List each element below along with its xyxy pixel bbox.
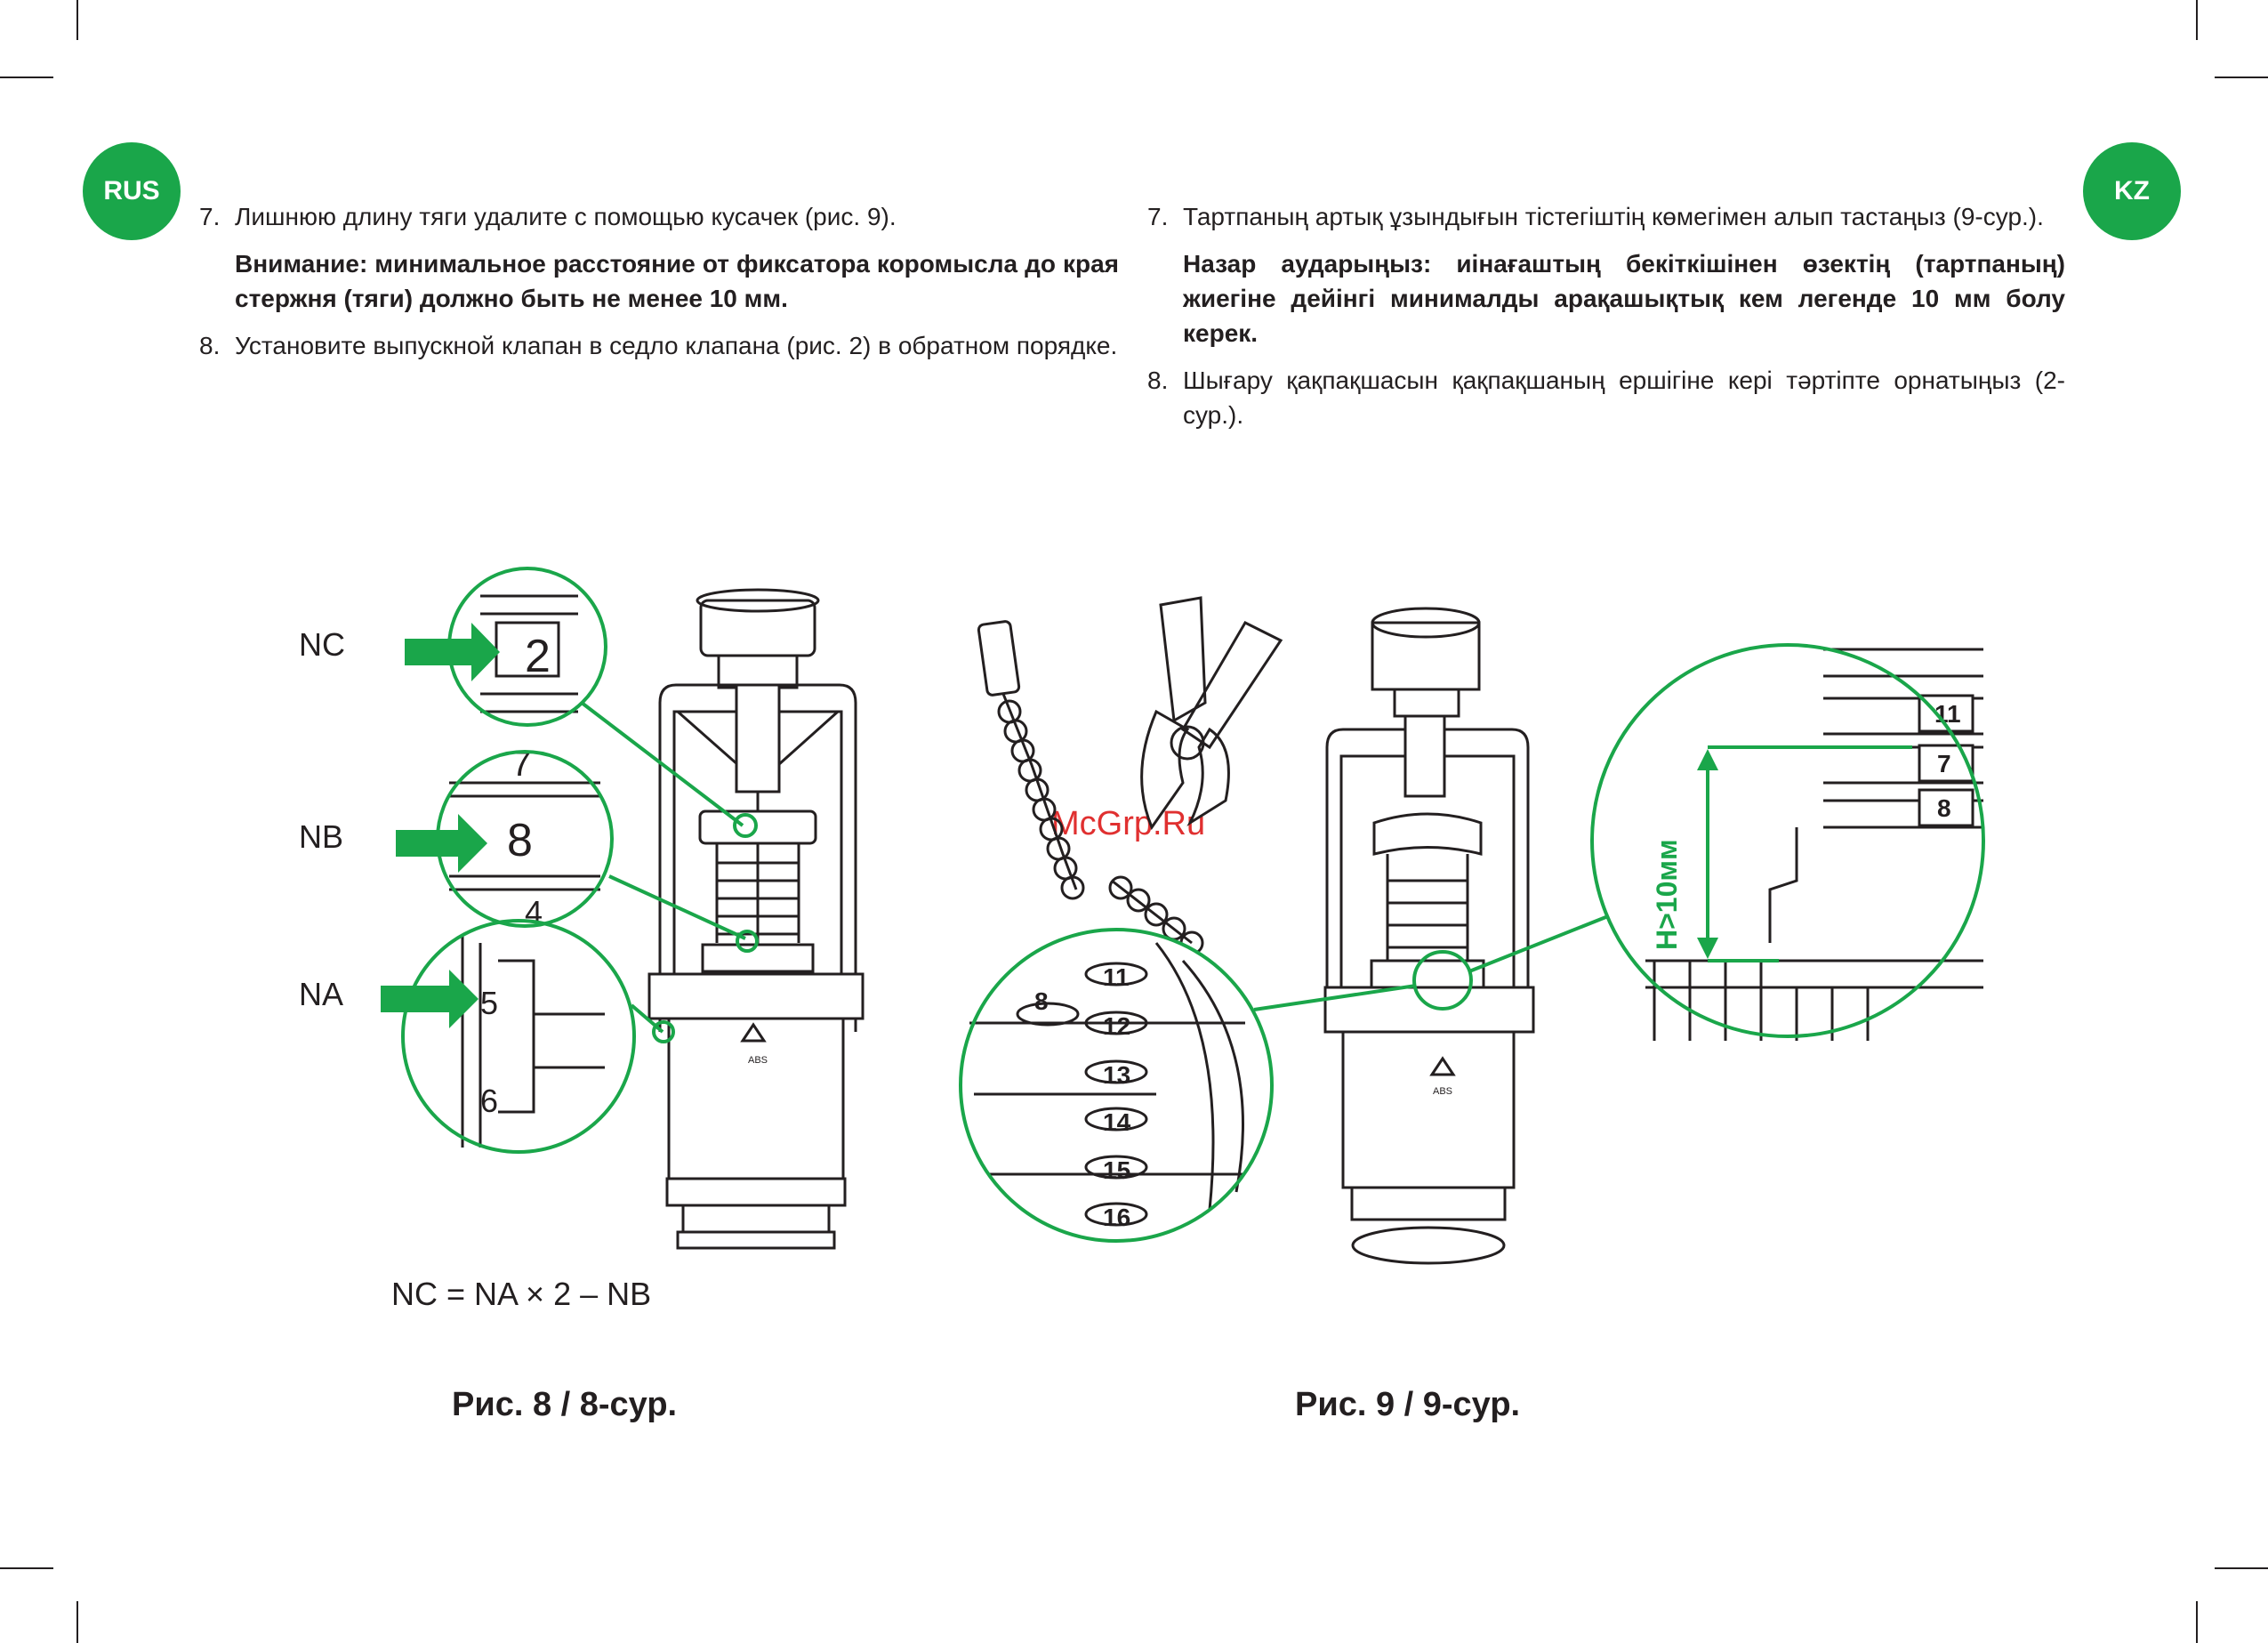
zoom-value-nb-above: 7	[511, 745, 531, 784]
rus-text-column: 7. Лишнюю длину тяги удалите с помощью к…	[199, 199, 1119, 375]
chain-number: 11	[1103, 963, 1130, 991]
kz-step-8: 8. Шығару қақпақшасын қақпақшаның ершігі…	[1147, 363, 2065, 432]
crop-mark	[2215, 77, 2268, 78]
dimension-label: H>10мм	[1651, 839, 1683, 950]
arrow-icons-fig8	[381, 623, 500, 1028]
zoom-value-na-1: 5	[480, 985, 498, 1021]
crop-mark	[76, 1601, 78, 1643]
zoom-rod-number: 8	[1937, 794, 1951, 822]
step-number: 7.	[199, 203, 221, 230]
step-number: 7.	[1147, 203, 1169, 230]
label-nb: NB	[299, 818, 344, 855]
cut-rod-chain	[977, 620, 1204, 955]
zoom-value-na-2: 6	[480, 1083, 498, 1119]
chain-links	[1016, 962, 1148, 1227]
label-nc: NC	[299, 626, 345, 663]
chain-number: 15	[1103, 1156, 1130, 1184]
step-text: Тартпаның артық ұзындығын тістегіштің кө…	[1183, 203, 2044, 230]
crop-mark	[0, 77, 53, 78]
valve-illustration-fig8	[647, 588, 865, 1250]
arrow-nb-icon	[396, 814, 487, 873]
step-number: 8.	[199, 332, 221, 359]
figure-9-caption: Рис. 9 / 9-сур.	[1295, 1386, 1521, 1423]
kz-warning: Назар аударыңыз: иінағаштың бекіткішінен…	[1183, 250, 2065, 347]
chain-number: 8	[1034, 987, 1049, 1015]
language-badge-rus: RUS	[83, 142, 181, 240]
step-text: Лишнюю длину тяги удалите с помощью куса…	[235, 203, 897, 230]
rus-step-7: 7. Лишнюю длину тяги удалите с помощью к…	[199, 199, 1119, 234]
figure-8-caption: Рис. 8 / 8-сур.	[452, 1386, 678, 1423]
crop-mark	[2196, 1601, 2198, 1643]
zoom-value-nc: 2	[525, 631, 551, 682]
kz-step-7: 7. Тартпаның артық ұзындығын тістегіштің…	[1147, 199, 2065, 234]
arrow-na-icon	[381, 970, 479, 1028]
step-text: Установите выпускной клапан в седло клап…	[235, 332, 1118, 359]
pliers-icon	[1140, 596, 1283, 831]
valve-illustration-fig9	[1323, 607, 1535, 1265]
chain-number: 12	[1103, 1012, 1130, 1040]
crop-mark	[2196, 0, 2198, 40]
rus-step-8: 8. Установите выпускной клапан в седло к…	[199, 328, 1119, 363]
crop-mark	[2215, 1567, 2268, 1569]
step-number: 8.	[1147, 366, 1169, 394]
rus-warning: Внимание: минимальное расстояние от фикс…	[235, 250, 1119, 312]
abs-mark-fig9: ABS	[1433, 1086, 1452, 1097]
arrow-nc-icon	[405, 623, 500, 681]
zoom-value-nb: 8	[507, 815, 533, 866]
crop-mark	[0, 1567, 53, 1569]
abs-mark: ABS	[748, 1055, 768, 1066]
zoom-rod-number: 7	[1937, 750, 1951, 777]
dimension-arrow-icons	[1697, 749, 1718, 959]
watermark: McGrp.Ru	[1051, 805, 1206, 842]
language-badge-kz: KZ	[2083, 142, 2181, 240]
chain-number: 14	[1103, 1108, 1131, 1136]
kz-text-column: 7. Тартпаның артық ұзындығын тістегіштің…	[1147, 199, 2065, 445]
formula: NC = NA × 2 – NB	[391, 1276, 652, 1312]
chain-number: 16	[1103, 1204, 1130, 1231]
label-na: NA	[299, 976, 344, 1012]
crop-mark	[76, 0, 78, 40]
chain-number: 13	[1103, 1061, 1130, 1089]
step-text: Шығару қақпақшасын қақпақшаның ершігіне …	[1183, 366, 2065, 429]
